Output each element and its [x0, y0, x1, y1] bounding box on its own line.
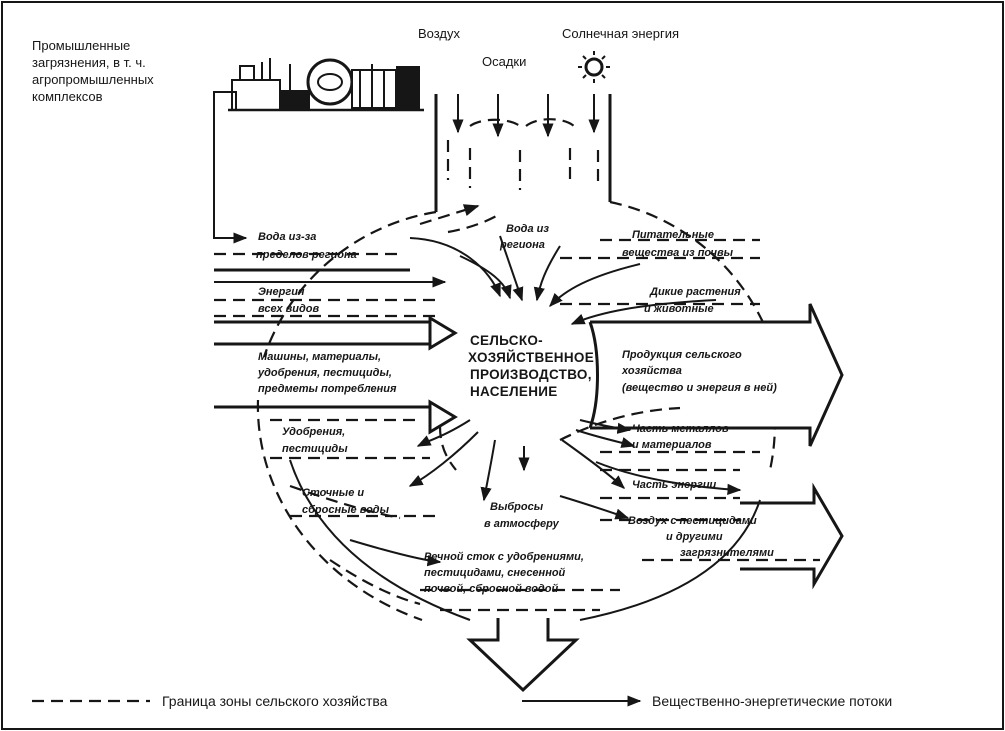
svg-text:и животные: и животные [644, 303, 714, 315]
legend-flow-label: Вещественно-энергетические потоки [652, 693, 892, 709]
solar-energy-label: Солнечная энергия [562, 26, 679, 41]
legend-boundary-label: Граница зоны сельского хозяйства [162, 693, 388, 709]
svg-text:Удобрения,: Удобрения, [282, 426, 345, 438]
runoff-curve-left [289, 459, 471, 621]
svg-text:загрязнения, в т. ч.: загрязнения, в т. ч. [32, 55, 146, 70]
svg-text:пестицидами, снесенной: пестицидами, снесенной [424, 567, 566, 579]
svg-text:агропромышленных: агропромышленных [32, 72, 154, 87]
industrial-pollution-label: Промышленные загрязнения, в т. ч. агропр… [32, 38, 154, 104]
svg-text:Энергия: Энергия [258, 286, 305, 298]
svg-text:Речной сток с удобрениями,: Речной сток с удобрениями, [424, 551, 584, 563]
svg-text:Машины, материалы,: Машины, материалы, [258, 351, 381, 363]
boundary-arc-lower-left [256, 399, 423, 622]
metals-label: Часть металлов и материалов [632, 423, 729, 451]
svg-text:Сточные и: Сточные и [302, 487, 364, 499]
svg-text:пределов региона: пределов региона [256, 249, 357, 261]
svg-text:хозяйства: хозяйства [621, 365, 682, 377]
svg-text:и другими: и другими [666, 531, 723, 543]
products-label: Продукция сельского хозяйства (вещество … [621, 349, 777, 394]
svg-text:загрязнителями: загрязнителями [680, 547, 774, 559]
sewage-label: Сточные и сбросные воды [302, 487, 390, 516]
svg-text:Часть металлов: Часть металлов [632, 423, 729, 435]
center-label: СЕЛЬСКО- ХОЗЯЙСТВЕННОЕ ПРОИЗВОДСТВО, НАС… [468, 333, 594, 399]
machines-inflow-arrowhead-bottom [428, 399, 458, 435]
svg-text:Промышленные: Промышленные [32, 38, 130, 53]
products-outflow-mouth [588, 321, 599, 429]
svg-text:комплексов: комплексов [32, 89, 103, 104]
water-region-label: Вода из региона [499, 223, 549, 251]
factory-icon [228, 58, 424, 112]
svg-text:Продукция сельского: Продукция сельского [622, 349, 742, 361]
pollution-inflow-arrow [213, 91, 248, 244]
converging-arrows [409, 204, 717, 325]
svg-text:удобрения, пестициды,: удобрения, пестициды, [257, 367, 392, 379]
svg-text:сбросные воды: сбросные воды [302, 504, 390, 516]
atmosphere-inflow-arrows [452, 94, 600, 138]
svg-text:(вещество и энергия в ней): (вещество и энергия в ней) [622, 382, 777, 394]
wild-life-label: Дикие растения и животные [644, 286, 741, 315]
svg-text:ХОЗЯЙСТВЕННОЕ: ХОЗЯЙСТВЕННОЕ [468, 350, 594, 365]
soil-nutrients-label: Питательные вещества из почвы [622, 229, 734, 259]
svg-text:пестициды: пестициды [282, 443, 348, 455]
svg-text:почвой, сбросной водой: почвой, сбросной водой [424, 583, 558, 595]
svg-text:НАСЕЛЕНИЕ: НАСЕЛЕНИЕ [470, 384, 558, 399]
svg-text:Вода из-за: Вода из-за [258, 231, 316, 243]
svg-text:Дикие растения: Дикие растения [649, 286, 741, 298]
fertilizers-label: Удобрения, пестициды [282, 426, 348, 455]
machines-inflow-arrowhead-top [428, 315, 458, 351]
machines-label: Машины, материалы, удобрения, пестициды,… [257, 351, 397, 395]
boundary-arc-upper-right [609, 200, 778, 358]
svg-text:СЕЛЬСКО-: СЕЛЬСКО- [470, 333, 543, 348]
svg-text:региона: региона [499, 239, 545, 251]
boundary-arc-upper-left [262, 210, 437, 358]
energy-all-label: Энергия всех видов [258, 286, 320, 315]
svg-text:Выбросы: Выбросы [490, 501, 544, 513]
precipitation-label: Осадки [482, 54, 526, 69]
svg-text:вещества из почвы: вещества из почвы [622, 247, 734, 259]
svg-text:Воздух с пестицидами: Воздух с пестицидами [628, 515, 757, 527]
svg-text:Вода из: Вода из [506, 223, 549, 235]
air-pollution-outflow-arrow [740, 482, 844, 590]
svg-text:всех видов: всех видов [258, 303, 320, 315]
emissions-label: Выбросы в атмосферу [484, 501, 560, 530]
energy-part-label: Часть энергии [632, 479, 717, 491]
runoff-outflow-arrow [466, 618, 580, 693]
flow-dashed-lines [214, 238, 820, 612]
runoff-label: Речной сток с удобрениями, пестицидами, … [424, 551, 584, 595]
air-label: Воздух [418, 26, 461, 41]
svg-text:и материалов: и материалов [632, 439, 712, 451]
legend: Граница зоны сельского хозяйства Веществ… [32, 693, 892, 709]
diverging-arrows [349, 419, 742, 567]
water-outside-label: Вода из-за пределов региона [256, 231, 357, 261]
precipitation-dashed-lines [446, 118, 600, 190]
runoff-curve-right [579, 499, 761, 621]
air-pesticides-label: Воздух с пестицидами и другими загрязнит… [628, 515, 774, 559]
svg-text:ПРОИЗВОДСТВО,: ПРОИЗВОДСТВО, [470, 367, 592, 382]
svg-text:Питательные: Питательные [632, 229, 714, 241]
svg-text:в атмосферу: в атмосферу [484, 518, 560, 530]
svg-text:предметы потребления: предметы потребления [258, 383, 397, 395]
sun-icon [578, 51, 610, 83]
